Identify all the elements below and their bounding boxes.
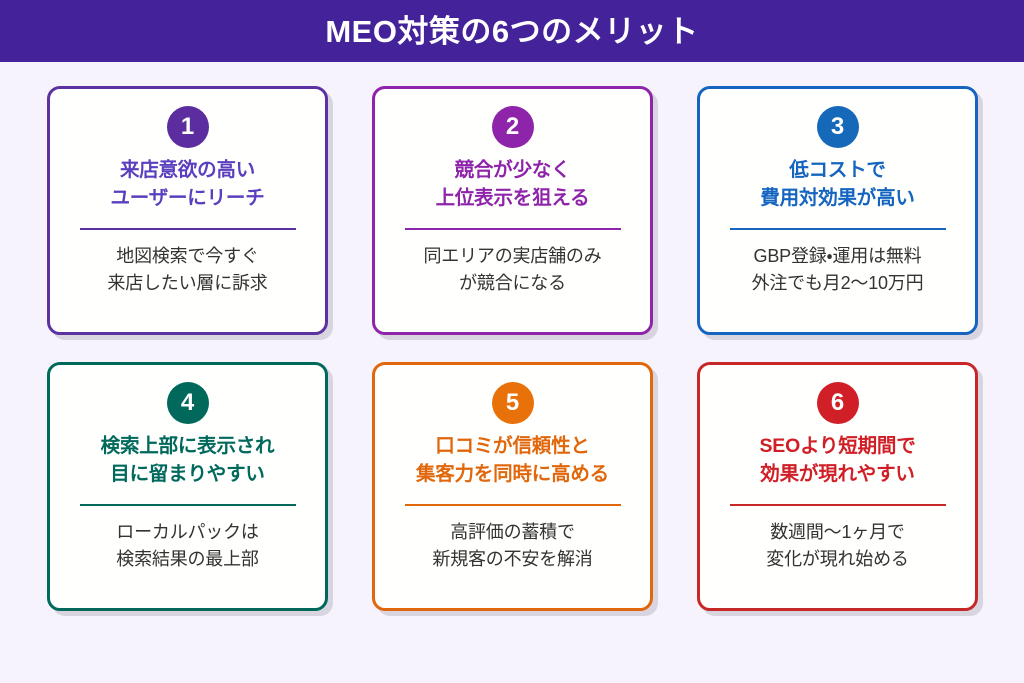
benefit-card-6[interactable]: 6 SEOより短期間で 効果が現れやすい 数週間〜1ヶ月で 変化が現れ始める	[697, 362, 978, 611]
benefit-card-5[interactable]: 5 口コミが信頼性と 集客力を同時に高める 高評価の蓄積で 新規客の不安を解消	[372, 362, 653, 611]
benefit-card-grid: 1 来店意欲の高い ユーザーにリーチ 地図検索で今すぐ 来店したい層に訴求 2 …	[47, 86, 978, 611]
header-bar: MEO対策の6つのメリット	[0, 0, 1024, 62]
badge-number-4: 4	[166, 382, 209, 424]
card-divider-4	[79, 504, 296, 507]
card-title-4: 検索上部に表示され 目に留まりやすい	[100, 435, 275, 485]
benefit-card-4[interactable]: 4 検索上部に表示され 目に留まりやすい ローカルパックは 検索結果の最上部	[47, 362, 328, 611]
card-title-6: SEOより短期間で 効果が現れやすい	[759, 435, 916, 485]
badge-number-5: 5	[491, 382, 534, 424]
card-body-5: 高評価の蓄積で 新規客の不安を解消	[432, 522, 593, 570]
benefit-card-1[interactable]: 1 来店意欲の高い ユーザーにリーチ 地図検索で今すぐ 来店したい層に訴求	[47, 86, 328, 335]
benefit-card-3[interactable]: 3 低コストで 費用対効果が高い GBP登録・運用は無料 外注でも月2〜10万円	[697, 86, 978, 335]
badge-number-6: 6	[816, 382, 859, 424]
badge-number-1: 1	[166, 106, 209, 148]
card-title-3: 低コストで 費用対効果が高い	[760, 159, 915, 209]
badge-number-3: 3	[816, 106, 859, 148]
card-body-6: 数週間〜1ヶ月で 変化が現れ始める	[766, 522, 909, 570]
card-divider-1	[79, 228, 296, 231]
card-body-1: 地図検索で今すぐ 来店したい層に訴求	[107, 246, 268, 294]
card-title-1: 来店意欲の高い ユーザーにリーチ	[110, 159, 265, 209]
card-divider-5	[404, 504, 621, 507]
badge-number-2: 2	[491, 106, 534, 148]
card-divider-2	[404, 228, 621, 231]
card-title-2: 競合が少なく 上位表示を狙える	[435, 159, 590, 209]
page-title: MEO対策の6つのメリット	[325, 13, 699, 49]
card-title-5: 口コミが信頼性と 集客力を同時に高める	[415, 435, 609, 485]
card-body-3: GBP登録・運用は無料 外注でも月2〜10万円	[751, 246, 924, 294]
card-divider-3	[729, 228, 946, 231]
card-body-2: 同エリアの実店舗のみ が競合になる	[423, 246, 602, 294]
card-divider-6	[729, 504, 946, 507]
benefit-card-2[interactable]: 2 競合が少なく 上位表示を狙える 同エリアの実店舗のみ が競合になる	[372, 86, 653, 335]
card-body-4: ローカルパックは 検索結果の最上部	[116, 522, 259, 570]
